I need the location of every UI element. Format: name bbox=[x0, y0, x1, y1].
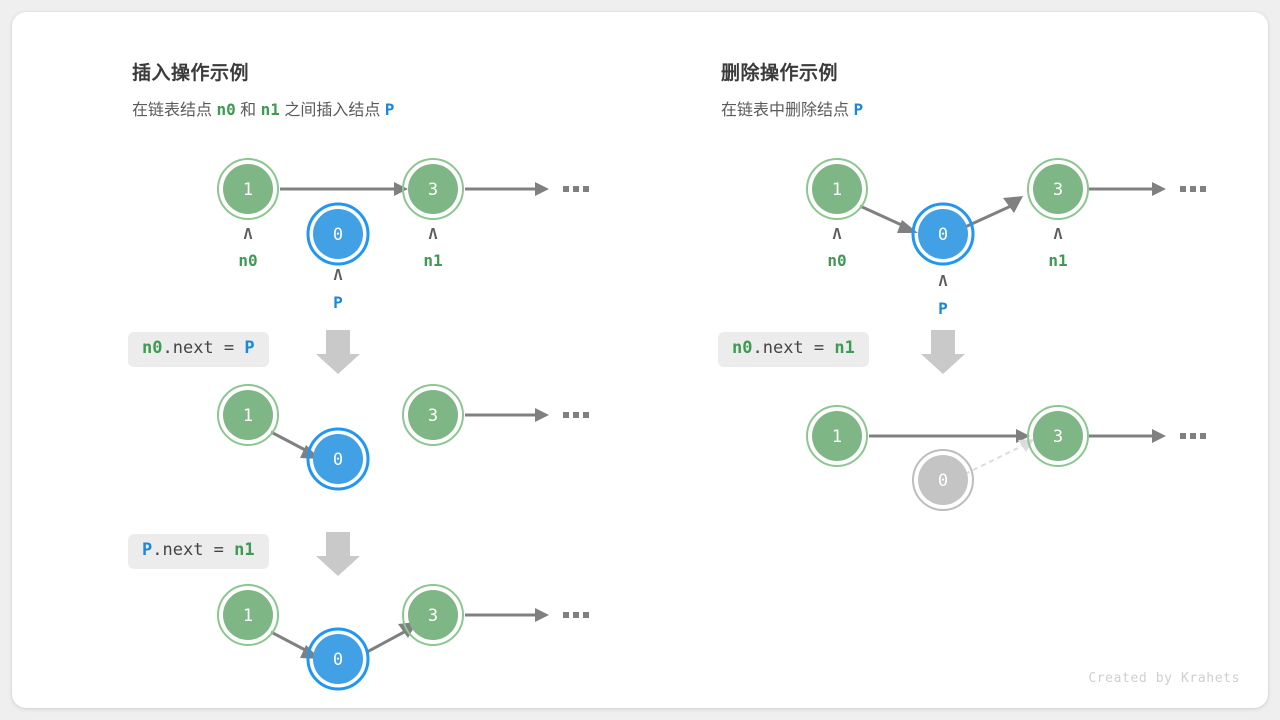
node-3: 3 bbox=[402, 158, 464, 220]
node-1: 1 bbox=[806, 158, 868, 220]
node-p: 0 bbox=[911, 202, 975, 266]
code-token-0: P bbox=[142, 540, 153, 560]
down-arrow-icon bbox=[921, 330, 965, 374]
dashed-arrow-deleted-node bbox=[964, 439, 1034, 475]
subtitle-token-p: P bbox=[384, 100, 395, 119]
node-1: 1 bbox=[217, 584, 279, 646]
link-arrow-n1-tail bbox=[1088, 429, 1166, 443]
code-token-0: n0 bbox=[732, 338, 753, 358]
diagram-card: 插入操作示例 在链表结点 n0 和 n1 之间插入结点 P bbox=[12, 12, 1268, 708]
node-value: 1 bbox=[243, 180, 253, 200]
code-token-2: n1 bbox=[234, 540, 255, 560]
node-p: 0 bbox=[306, 427, 370, 491]
code-token-1: .next = bbox=[752, 338, 835, 358]
node-value: 3 bbox=[428, 606, 438, 626]
node-3: 3 bbox=[1027, 158, 1089, 220]
node-value: 1 bbox=[832, 427, 842, 447]
node-value: 3 bbox=[428, 180, 438, 200]
ellipsis-dots bbox=[563, 612, 589, 618]
down-arrow-icon bbox=[316, 532, 360, 576]
node-value: 0 bbox=[333, 650, 343, 670]
code-token-1: .next = bbox=[162, 338, 245, 358]
pointer-caret-n1: Λ bbox=[428, 225, 437, 243]
node-value: 1 bbox=[832, 180, 842, 200]
subtitle-token-n1: n1 bbox=[260, 100, 280, 119]
link-arrow-n1-tail bbox=[465, 608, 549, 622]
right-panel-title: 删除操作示例 bbox=[721, 63, 839, 84]
subtitle-text-0: 在链表中删除结点 bbox=[721, 102, 854, 119]
node-value: 3 bbox=[1053, 427, 1063, 447]
right-panel-subtitle: 在链表中删除结点 P bbox=[721, 96, 863, 120]
right-step-1-arrow-svg bbox=[921, 330, 965, 374]
ellipsis-dots bbox=[1180, 433, 1206, 439]
pointer-label-p: P bbox=[333, 293, 343, 312]
right-row-after-deletion: 1 0 3 bbox=[806, 405, 1206, 511]
node-value: 0 bbox=[333, 450, 343, 470]
node-value: 0 bbox=[333, 225, 343, 245]
node-value: 0 bbox=[938, 471, 948, 491]
code-chip-step-2: P.next = n1 bbox=[128, 534, 269, 569]
subtitle-token-n0: n0 bbox=[216, 100, 236, 119]
code-chip-step-1: n0.next = n1 bbox=[718, 332, 869, 367]
left-panel-subtitle: 在链表结点 n0 和 n1 之间插入结点 P bbox=[132, 96, 394, 120]
credit-text: Created by Krahets bbox=[1088, 671, 1240, 686]
subtitle-text-2: 和 bbox=[235, 102, 261, 119]
pointer-caret-n0: Λ bbox=[832, 225, 841, 243]
pointer-caret-n0: Λ bbox=[243, 225, 252, 243]
link-arrow-p-n1 bbox=[366, 622, 417, 654]
link-arrow-n1-tail bbox=[465, 408, 549, 422]
node-p: 0 bbox=[306, 627, 370, 691]
ellipsis-dots bbox=[1180, 186, 1206, 192]
left-row-after-step-2: 1 0 3 bbox=[217, 584, 589, 691]
code-token-2: P bbox=[244, 338, 255, 358]
left-step-1-arrow-svg bbox=[316, 330, 360, 374]
link-arrow-n1-tail bbox=[1088, 182, 1166, 196]
subtitle-text-4: 之间插入结点 bbox=[279, 102, 385, 119]
pointer-label-p: P bbox=[938, 299, 948, 318]
node-value: 1 bbox=[243, 606, 253, 626]
node-1: 1 bbox=[217, 158, 279, 220]
pointer-label-n0: n0 bbox=[238, 251, 257, 270]
node-value: 3 bbox=[1053, 180, 1063, 200]
node-3: 3 bbox=[402, 384, 464, 446]
node-1: 1 bbox=[806, 405, 868, 467]
pointer-label-n0: n0 bbox=[827, 251, 846, 270]
left-row-initial: 1 Λ n0 0 Λ P 3 Λ n1 bbox=[217, 158, 589, 312]
code-chip-step-1: n0.next = P bbox=[128, 332, 269, 367]
pointer-label-n1: n1 bbox=[423, 251, 442, 270]
subtitle-text-0: 在链表结点 bbox=[132, 102, 217, 119]
link-arrow-n0-n1 bbox=[280, 182, 408, 196]
node-deleted: 0 bbox=[912, 449, 974, 511]
node-3: 3 bbox=[402, 584, 464, 646]
node-3: 3 bbox=[1027, 405, 1089, 467]
delete-operation-panel: 删除操作示例 在链表中删除结点 P bbox=[640, 12, 1268, 708]
code-token-2: n1 bbox=[834, 338, 855, 358]
node-value: 3 bbox=[428, 406, 438, 426]
left-panel-title: 插入操作示例 bbox=[132, 63, 250, 84]
left-step-2-arrow-svg bbox=[316, 532, 360, 576]
pointer-caret-p: Λ bbox=[333, 266, 342, 284]
ellipsis-dots bbox=[563, 186, 589, 192]
node-p: 0 bbox=[306, 202, 370, 266]
left-row-after-step-1: 1 0 3 bbox=[217, 384, 589, 491]
pointer-caret-n1: Λ bbox=[1053, 225, 1062, 243]
pointer-caret-p: Λ bbox=[938, 272, 947, 290]
down-arrow-icon bbox=[316, 330, 360, 374]
ellipsis-dots bbox=[563, 412, 589, 418]
right-row-initial: 1 Λ n0 0 Λ P 3 Λ n1 bbox=[806, 158, 1206, 318]
subtitle-token-p: P bbox=[853, 100, 864, 119]
node-value: 0 bbox=[938, 225, 948, 245]
pointer-label-n1: n1 bbox=[1048, 251, 1067, 270]
link-arrow-n0-n1 bbox=[869, 429, 1030, 443]
node-1: 1 bbox=[217, 384, 279, 446]
node-value: 1 bbox=[243, 406, 253, 426]
code-token-1: .next = bbox=[152, 540, 235, 560]
insert-operation-panel: 插入操作示例 在链表结点 n0 和 n1 之间插入结点 P bbox=[12, 12, 640, 708]
link-arrow-n1-tail bbox=[465, 182, 549, 196]
code-token-0: n0 bbox=[142, 338, 163, 358]
